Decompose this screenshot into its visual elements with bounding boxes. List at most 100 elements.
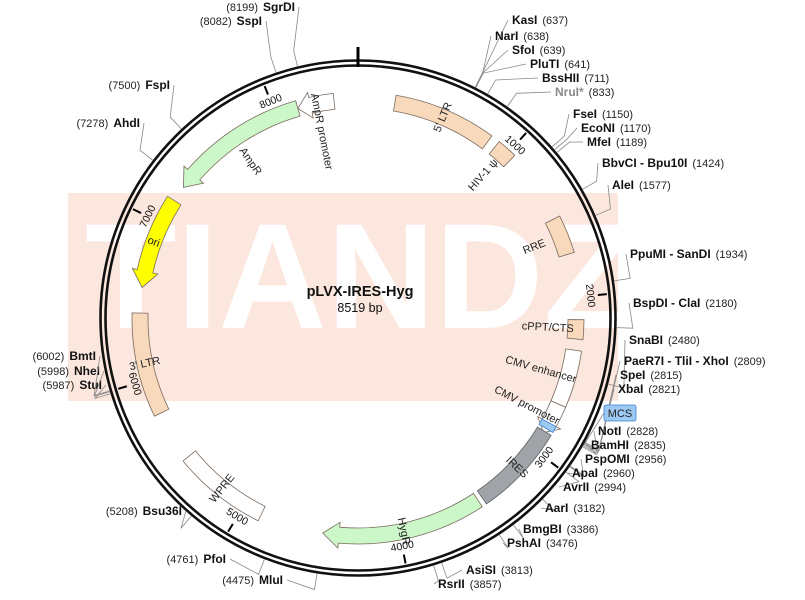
site-position: (8082) [200,16,232,28]
site-name: AarI [545,501,568,515]
site-label-bsu36i: (5208)Bsu36I [106,504,182,518]
site-position: (1934) [716,249,748,261]
tick-mark-2000 [597,293,607,296]
site-position: (2180) [705,298,737,310]
site-leader-bsshii [487,77,539,95]
site-label-pspomi: PspOMI(2956) [585,452,666,466]
site-position: (638) [523,31,549,43]
site-position: (2480) [668,335,700,347]
site-leader-nari [475,35,492,88]
site-label-aari: AarI (3182) [545,501,605,515]
feature-hygr [322,492,483,550]
tick-mark-5000 [227,523,234,533]
site-position: (5987) [43,380,75,392]
site-name: MluI [259,573,283,587]
site-position: (3857) [470,579,502,591]
site-position: (641) [564,59,590,71]
site-label-spei: SpeI (2815) [620,368,682,382]
site-name: KasI [512,13,537,27]
feature-mcsbox [538,418,557,434]
site-name: XbaI [618,382,643,396]
site-label-paer7i-tlii-xhoi: PaeR7I - TliI - XhoI(2809) [624,354,765,368]
site-leader-ppumi-sandi [614,253,631,282]
site-name: PaeR7I - TliI - XhoI [624,354,729,368]
site-leader-sspi [265,20,277,73]
site-name: RsrII [438,577,465,591]
site-leader-bbvci-bpu10i [582,162,599,190]
site-position: (1170) [620,123,651,135]
site-position: (8199) [226,2,258,14]
site-position: (5998) [37,366,69,378]
feature-ori [131,195,182,289]
watermark-text: TIANDZ [85,192,635,360]
mcs-label: MCS [608,408,632,420]
site-position: (2821) [648,384,680,396]
site-name: NarI [495,29,518,43]
feature-amprpro [297,91,336,119]
site-position: (3182) [573,503,605,515]
site-label-asisi: AsiSI (3813) [466,563,533,577]
site-leader-alei [595,184,611,216]
site-position: (4475) [222,575,254,587]
site-label-mlui: (4475) MluI [222,573,283,587]
site-label-bsshii: BssHII(711) [542,71,609,85]
tick-mark-8000 [263,85,269,95]
site-position: (639) [540,45,566,57]
site-label-nrui: NruI*(833) [555,85,614,99]
map-center: pLVX-IRES-Hyg 8519 bp [307,284,414,315]
site-position: (637) [542,15,568,27]
site-position: (6002) [33,351,65,363]
site-label-pfoi: (4761)PfoI [167,552,226,566]
site-leader-bspdi-clai [616,302,634,329]
site-position: (3476) [546,538,578,550]
site-label-stui: (5987)StuI [43,378,102,392]
site-leader-ahdi [139,122,153,161]
site-label-rsrii: RsrII (3857) [438,577,501,591]
site-leader-rsrii [433,565,439,585]
site-label-xbai: XbaI (2821) [618,382,680,396]
site-position: (2815) [650,370,682,382]
watermark: TIANDZ [68,192,635,401]
site-leader-mlui [286,573,318,591]
site-leader-fspi [169,84,182,130]
site-position: (2835) [634,440,666,452]
feature-label-cppt: cPPT/CTS [521,320,574,335]
site-name: SpeI [620,368,645,382]
site-name: SspI [237,14,262,28]
site-name: NruI* [555,85,584,99]
tick-mark-4000 [402,554,407,564]
site-label-sspi: (8082) SspI [200,14,262,28]
tick-mark-3000 [550,461,559,469]
site-name: NotI [598,424,621,438]
site-label-noti: NotI(2828) [598,424,658,438]
site-position: (3813) [501,565,533,577]
site-leader-pfoi [229,558,265,575]
tick-mark-7000 [132,208,142,214]
site-label-fspi: (7500)FspI [109,78,170,92]
site-position: (7278) [77,118,109,130]
site-label-pshai: PshAI(3476) [507,536,578,550]
site-name: AhdI [113,116,140,130]
site-position: (1577) [639,180,671,192]
feature-wpre [182,450,266,522]
site-leader-asisi [441,562,463,579]
site-label-sfoi: SfoI(639) [512,43,565,57]
site-label-ahdi: (7278) AhdI [77,116,140,130]
site-name: AsiSI [466,563,496,577]
feature-label-ori: ori [146,234,162,250]
site-position: (711) [584,73,609,85]
site-leader-bmgbi [513,524,524,539]
site-label-ppumi-sandi: PpuMI - SanDI (1934) [630,247,747,261]
feature-label-ampr: AmpR [237,146,264,178]
site-name: FspI [145,78,170,92]
tick-mark-6000 [117,385,128,390]
site-name: AvrII [563,480,589,494]
site-label-apai: ApaI(2960) [572,466,635,480]
site-position: (2994) [594,482,626,494]
site-leader-noti [583,430,598,455]
feature-cppt [566,319,585,341]
site-name: PfoI [203,552,226,566]
site-leader-aari [540,499,556,512]
site-name: PpuMI - SanDI [630,247,711,261]
